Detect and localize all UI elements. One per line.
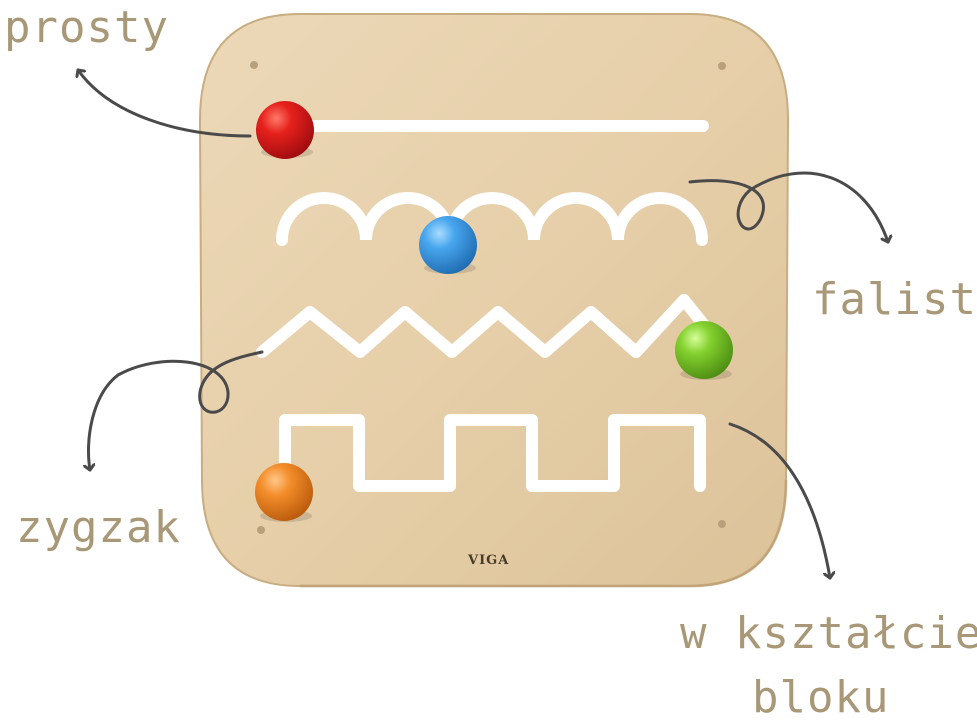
arrow-to-block (728, 422, 830, 580)
wavy-track (276, 192, 708, 246)
screw-hole (718, 520, 726, 528)
label-zygzak: zygzak (16, 502, 181, 553)
label-block-line2: bloku (752, 672, 890, 723)
screw-hole (718, 62, 726, 70)
label-falisty: falisty (812, 274, 977, 325)
viga-brand-logo: VIGA (468, 553, 510, 568)
red-bead (256, 101, 314, 159)
screw-hole (250, 61, 258, 69)
label-block-line1: w kształcie (680, 608, 977, 659)
arrow-to-zygzak (88, 350, 264, 472)
green-bead (675, 321, 733, 379)
arrow-to-prosty (78, 68, 252, 138)
blue-bead (419, 216, 477, 274)
block-track (279, 414, 706, 492)
board-edge-shadow (300, 479, 788, 588)
arrow-to-falisty (688, 171, 888, 244)
orange-bead (255, 463, 313, 521)
label-prosty: prosty (4, 2, 169, 53)
screw-hole (257, 526, 265, 534)
zigzag-track (256, 294, 714, 358)
